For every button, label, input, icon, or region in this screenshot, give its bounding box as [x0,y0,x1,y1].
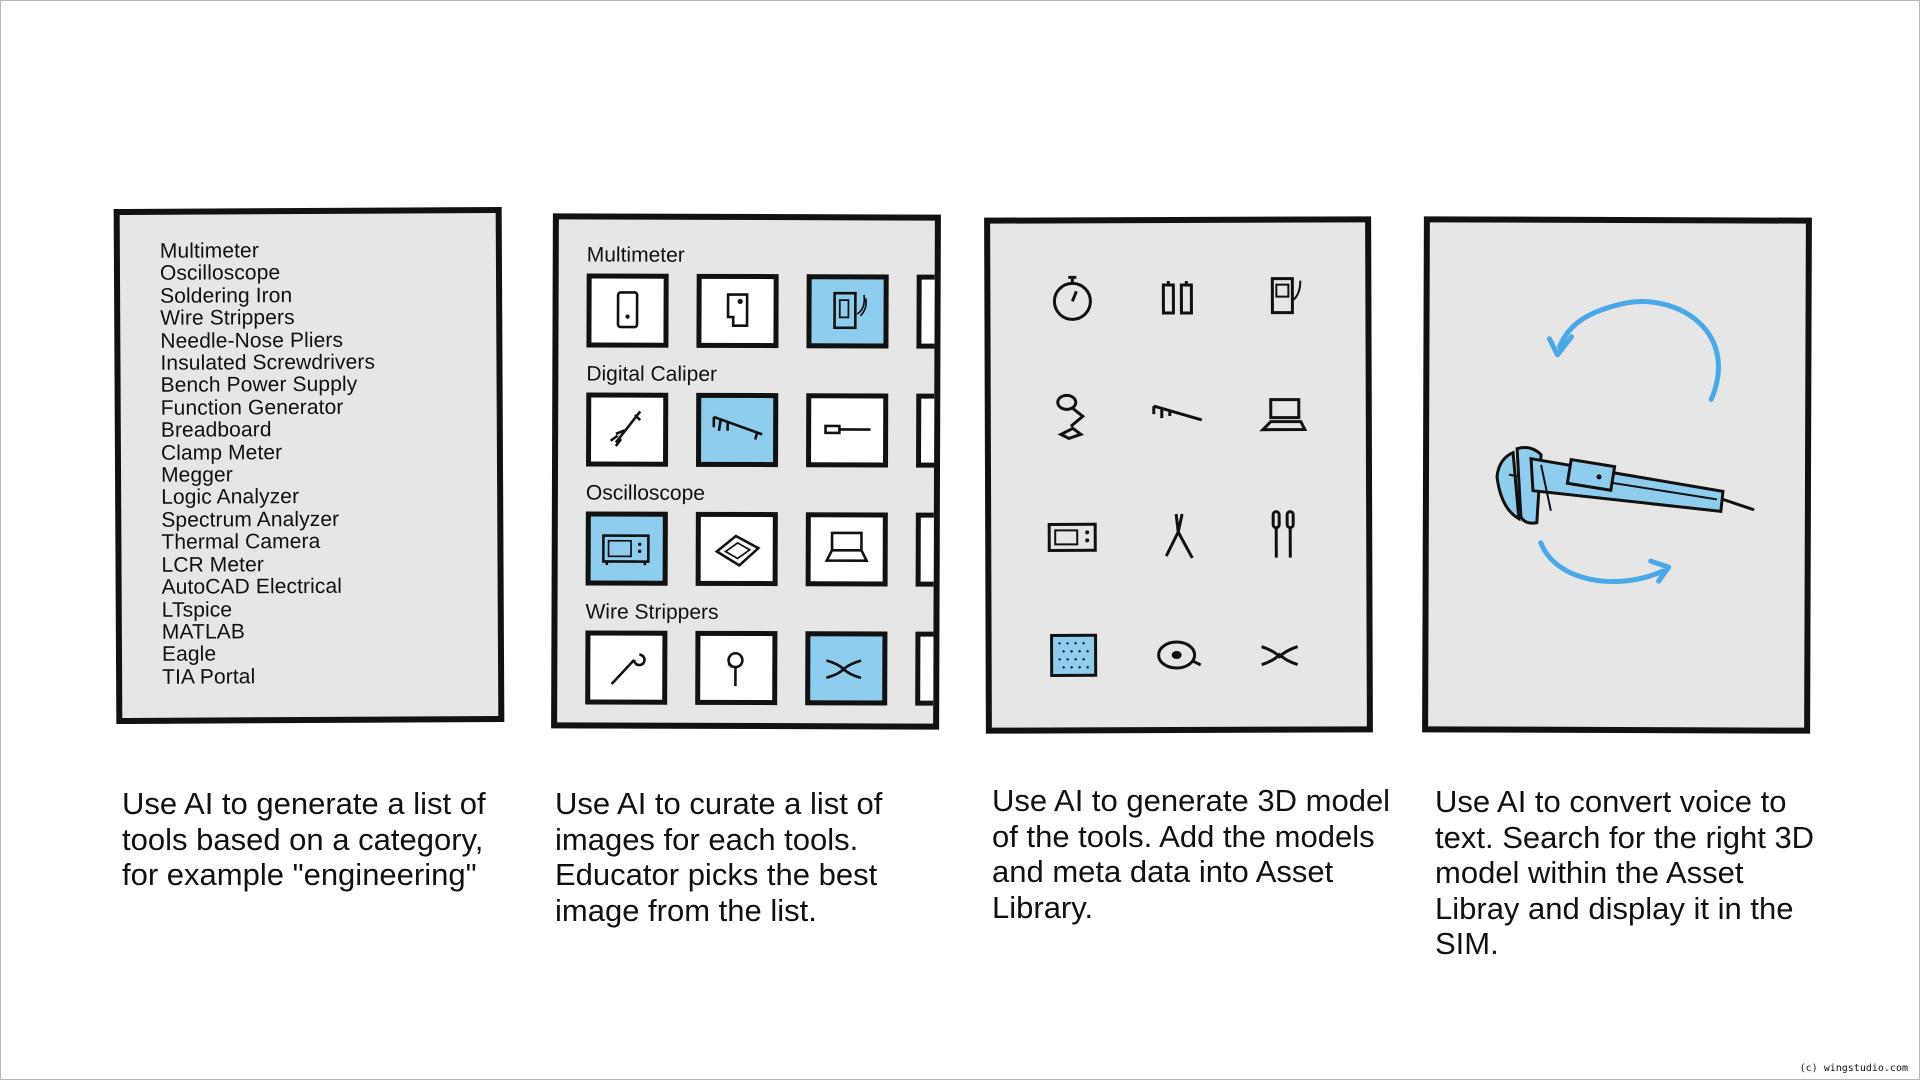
wire-stripper-thumb[interactable] [585,630,668,705]
multimeter-probe-icon[interactable] [1252,267,1312,327]
screwdrivers-icon[interactable] [1253,506,1313,566]
breadboard-icon[interactable] [1044,625,1104,685]
caliper-3d-icon[interactable] [1481,419,1771,540]
tool-list-item: Bench Power Supply [160,373,358,398]
wire-stripper-icon [610,653,646,685]
tool-list-item: Function Generator [160,395,344,420]
tool-list: Multimeter Oscilloscope Soldering Iron W… [159,239,377,689]
tool-list-item: MATLAB [161,620,245,644]
oscilloscope-selected-thumb[interactable] [585,511,668,586]
partial-thumb[interactable] [915,631,941,706]
sim-display-panel [1422,216,1812,734]
wire-stripper-tool-thumb[interactable] [695,630,778,706]
caption-step-2: Use AI to curate a list of images for ea… [555,786,883,928]
tool-list-item: Soldering Iron [160,283,293,308]
pliers-icon[interactable] [1148,506,1208,566]
caliper-flat-thumb[interactable] [806,393,889,468]
wire-stripper-selected-icon [826,659,862,680]
stopwatch-icon[interactable] [1042,267,1102,327]
multimeter-thumb[interactable] [586,273,669,348]
wire-stripper-selected-thumb[interactable] [805,631,888,706]
category-label: Digital Caliper [586,362,718,386]
caption-step-3: Use AI to generate 3D model of the tools… [992,783,1391,925]
wire-stripper-tool-icon [727,651,744,687]
oscilloscope-handheld-icon [714,534,761,568]
oscilloscope-laptop-icon [824,531,869,562]
rotate-arrow-top [1556,299,1721,402]
tool-list-item: Multimeter [159,239,259,263]
batteries-icon[interactable] [1147,267,1207,327]
partial-thumb[interactable] [915,512,941,587]
caliper-icon [609,410,642,447]
multimeter-probe-thumb[interactable] [696,273,779,349]
category-label: Oscilloscope [585,481,706,505]
tool-list-item: TIA Portal [162,665,256,689]
caliper-selected-thumb[interactable] [696,392,779,468]
tape-measure-icon[interactable] [1149,625,1209,685]
magnifier-lamp-icon[interactable] [1043,386,1103,446]
laptop-icon[interactable] [1253,386,1313,446]
tool-list-item: Thermal Camera [161,530,321,555]
category-label: Multimeter [586,243,685,267]
rotate-arrow-top-head [1546,334,1574,358]
caption-step-4: Use AI to convert voice to text. Search … [1435,784,1815,961]
multimeter-selected-thumb[interactable] [806,274,889,349]
tool-list-item: Spectrum Analyzer [161,507,340,532]
rotate-arrow-bottom [1538,540,1666,584]
tool-list-item: LTspice [161,597,233,622]
tool-list-panel: Multimeter Oscilloscope Soldering Iron W… [113,206,505,725]
tool-list-item: Clamp Meter [160,440,283,465]
rotation-arrows [1538,299,1721,584]
tool-list-item: Oscilloscope [159,261,281,286]
tool-list-item: AutoCAD Electrical [161,574,343,599]
multimeter-icon [616,291,639,329]
tool-list-item: Needle-Nose Pliers [160,328,344,353]
asset-library-panel [984,216,1373,734]
category-label: Wire Strippers [585,600,719,624]
rotate-arrow-bottom-head [1648,558,1672,584]
tool-list-item: Wire Strippers [160,306,295,330]
caliper-selected-icon [712,415,763,440]
oscilloscope-selected-icon [602,534,650,566]
wire-stripper-icon[interactable] [1254,625,1314,685]
partial-thumb[interactable] [916,393,941,468]
caliper-thumb[interactable] [586,392,669,467]
oscilloscope-laptop-thumb[interactable] [805,512,888,587]
multimeter-selected-icon [833,291,867,330]
tool-list-item: Logic Analyzer [161,485,300,510]
tool-list-item: Megger [160,463,233,487]
tool-list-item: Insulated Screwdrivers [160,350,376,375]
caption-step-1: Use AI to generate a list of tools based… [122,786,486,892]
tool-list-item: Eagle [161,642,217,667]
oscilloscope-handheld-thumb[interactable] [695,511,778,587]
copyright-credit: (c) wingstudio.com [1799,1063,1908,1074]
tool-list-item: LCR Meter [161,552,265,577]
caliper-icon[interactable] [1148,386,1208,446]
tool-list-item: Breadboard [160,418,272,443]
partial-thumb[interactable] [916,274,941,349]
oscilloscope-icon[interactable] [1043,506,1103,566]
caliper-flat-icon [824,424,871,435]
image-curation-panel: Multimeter Digital Caliper Oscilloscope [551,213,941,730]
multimeter-probe-icon [726,293,749,328]
